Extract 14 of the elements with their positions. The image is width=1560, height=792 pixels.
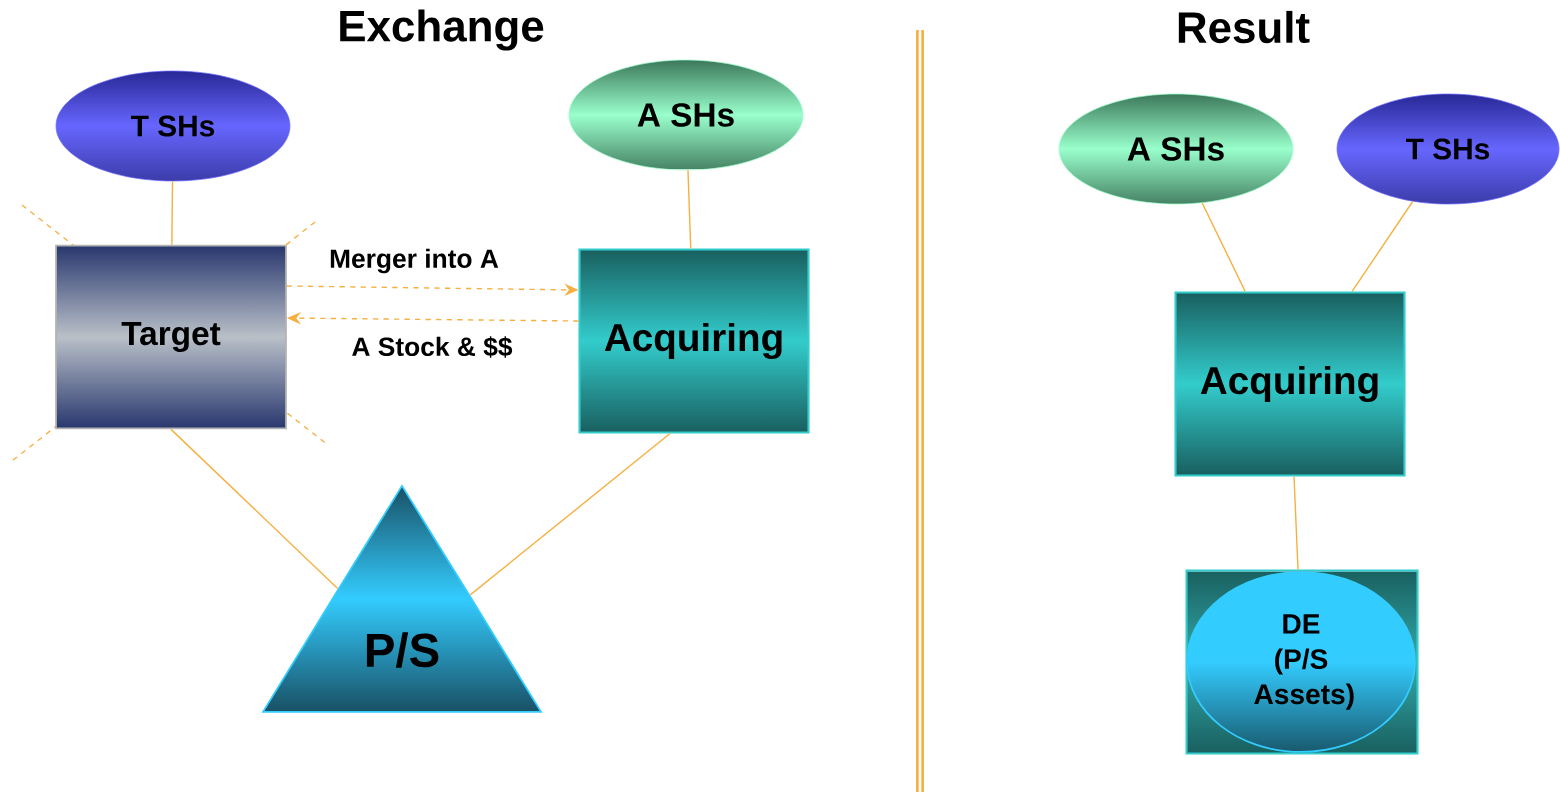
connector: [469, 432, 671, 596]
box: Acquiring: [578, 248, 810, 434]
connector: [1201, 202, 1246, 293]
edge-label: Merger into A: [330, 248, 499, 274]
box: Acquiring: [1174, 291, 1406, 477]
heading: Result: [1178, 10, 1310, 44]
connector: [170, 428, 339, 590]
connector: [171, 180, 174, 246]
connector: [1293, 475, 1299, 571]
heading: Exchange: [340, 9, 544, 51]
edge-label: A Stock & $$: [352, 336, 513, 358]
connector: [687, 169, 692, 250]
box: Target: [55, 244, 287, 430]
connector: [1351, 200, 1414, 293]
